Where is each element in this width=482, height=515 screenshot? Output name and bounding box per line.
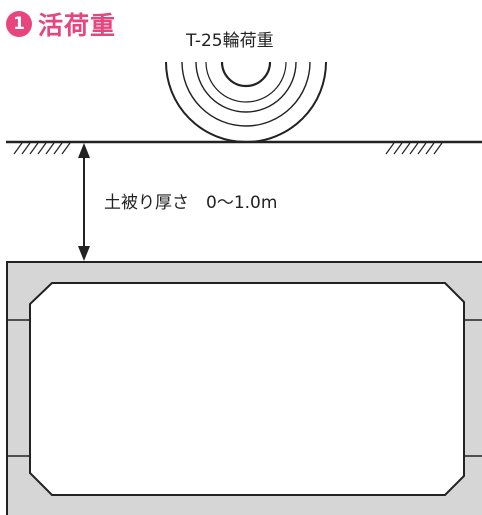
ground-hatch-right bbox=[385, 142, 443, 155]
section-heading: 1 活荷重 bbox=[6, 6, 116, 42]
cover-depth-arrow bbox=[78, 143, 90, 261]
ground-hatch-left bbox=[13, 142, 71, 155]
section-title: 活荷重 bbox=[38, 11, 117, 40]
wheel-hub-arc bbox=[220, 61, 272, 88]
box-culvert bbox=[6, 261, 482, 515]
wheel-ring-arc-3 bbox=[205, 61, 287, 103]
section-number-badge: 1 bbox=[6, 11, 32, 37]
wheel-ring-arc-1 bbox=[181, 61, 311, 127]
wheel-load-label: T-25輪荷重 bbox=[186, 31, 274, 51]
cover-depth-label: 土被り厚さ 0〜1.0m bbox=[104, 193, 278, 213]
wheel-ring-arc-2 bbox=[195, 61, 297, 113]
wheel-group bbox=[165, 61, 327, 143]
culvert-inner-opening bbox=[29, 282, 465, 496]
